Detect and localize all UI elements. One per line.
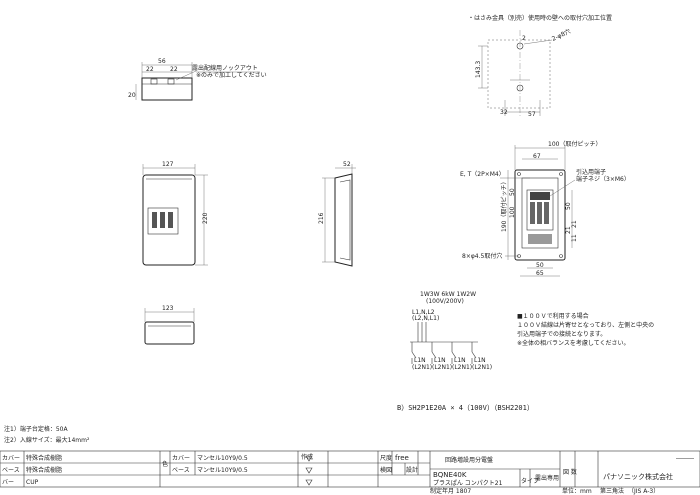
branch-label-top: L1N	[454, 357, 466, 364]
back-w67: 67	[533, 153, 541, 160]
circuit-diagram: 1W3W 6kW 1W2W (100V/200V) L1,N,L2 (L2,N,…	[410, 291, 492, 371]
back-et: E, T（2P×M4）	[460, 171, 505, 178]
branch-label-bottom: (L2N1)	[432, 364, 452, 371]
back-w65: 65	[536, 270, 544, 277]
breaker-label: B）SH2P1E20A × 4（100V）（BSH2201）	[397, 404, 534, 412]
dim-56: 56	[158, 58, 166, 65]
hole-dim-2: 2	[522, 35, 526, 42]
dim-20: 20	[128, 92, 136, 99]
footnote-1: 注1）端子台定格：50A	[4, 425, 68, 433]
back-hole: 8×φ4.5取付穴	[462, 252, 502, 260]
mount-hole-note: ・はさみ金具（別売）使用時の壁への取付穴加工位置	[468, 14, 612, 22]
back-v100: 100	[509, 206, 516, 218]
knockout-view: 56 22 22 20 露出配線用ノックアウト ※のみで加工してください	[128, 58, 267, 101]
note-line-2: １００Ｖ結線は片寄せとなっており、左側と中央の	[517, 321, 654, 329]
scale-label: 尺度	[380, 454, 392, 462]
title-text: 回路増設用分電盤	[445, 456, 493, 464]
branch-label-top: L1N	[434, 357, 446, 364]
mount-hole-view: 143.3 2 2-φ8穴 32 57	[475, 27, 572, 118]
back-v21: 21	[565, 226, 572, 234]
footer-std: （JIS A-3）	[628, 488, 659, 495]
back-view: 100（取付ピッチ） 67 E, T（2P×M4） 引込用端子 端子ネジ（3×M…	[460, 140, 630, 277]
back-v50a: 50	[509, 188, 516, 196]
knockout-note: 露出配線用ノックアウト	[192, 64, 258, 72]
branch-breaker: L1N(L2N1)	[431, 342, 452, 371]
title-block: カバー 特殊合成樹脂 ベース 特殊合成樹脂 バー CUP 色 カバー マンセル1…	[0, 450, 700, 495]
check-label: 検図	[380, 466, 392, 474]
mat-part-1: カバー	[2, 455, 20, 462]
export-label: 露出専用	[535, 474, 559, 482]
footer-right: 第三角法	[600, 487, 624, 495]
design-label: 設計	[406, 466, 418, 474]
dim-22a: 22	[146, 66, 154, 73]
back-v11: 11	[571, 234, 578, 242]
dim-22b: 22	[170, 66, 178, 73]
color-val-1: マンセル10Y9/0.5	[197, 455, 248, 462]
back-v21b: 21	[571, 220, 578, 228]
color-val-2: マンセル10Y9/0.5	[197, 467, 248, 474]
branch-label-top: L1N	[414, 357, 426, 364]
front-view: 127 220	[142, 161, 209, 266]
branch-label-bottom: (L2N1)	[412, 364, 432, 371]
hole-dim-phi: 2-φ8穴	[550, 27, 571, 43]
scale-value: free	[395, 454, 409, 462]
mat-mat-2: 特殊合成樹脂	[26, 466, 62, 474]
circuit-incoming: L1,N,L2	[412, 309, 435, 316]
mat-mat-3: CUP	[26, 479, 39, 486]
drawing-label: 図 数	[563, 468, 577, 476]
company-name: パナソニック株式会社	[603, 472, 673, 481]
note-line-3: 引込用端子での接続となります。	[517, 330, 606, 338]
back-terminal: 引込用端子	[576, 168, 606, 176]
bottom-width: 123	[162, 305, 174, 312]
back-pitch: 100（取付ピッチ）	[548, 140, 601, 148]
back-v50b: 50	[565, 202, 572, 210]
back-w50: 50	[536, 262, 544, 269]
mat-part-3: バー	[2, 479, 14, 486]
model-text: BQNE40K	[433, 471, 467, 479]
note-line-4: ※全体の相バランスを考慮してください。	[517, 339, 630, 347]
color-part-2: ベース	[172, 467, 190, 474]
branch-label-bottom: (L2N1)	[472, 364, 492, 371]
color-label: 色	[162, 460, 168, 468]
model-sub: プラスぱん コンパクト21	[433, 480, 503, 487]
mat-part-2: ベース	[2, 467, 20, 474]
circuit-incoming2: (L2,N,L1)	[412, 315, 439, 322]
side-view: 52 216	[318, 161, 356, 267]
title-dash: ―――	[676, 455, 694, 462]
footnote-2: 注2）入線サイズ：最大14mm²	[4, 436, 90, 444]
front-width: 127	[162, 161, 174, 168]
knockout-note2: ※のみで加工してください	[196, 71, 267, 79]
branch-breaker: L1N(L2N1)	[451, 342, 472, 371]
note-line-1: ■１００Ｖで利用する場合	[517, 312, 589, 320]
color-part-1: カバー	[172, 455, 190, 462]
side-depth: 52	[343, 161, 351, 168]
hole-dim-32: 32	[500, 109, 508, 116]
back-v190: 190（取付ピッチ）	[500, 179, 508, 232]
branch-label-top: L1N	[474, 357, 486, 364]
type-label: タイプ	[521, 477, 539, 485]
side-height: 216	[318, 212, 325, 224]
front-height: 220	[202, 212, 209, 224]
right-notes: ■１００Ｖで利用する場合 １００Ｖ結線は片寄せとなっており、左側と中央の 引込用…	[517, 312, 654, 347]
hole-dim-143: 143.3	[475, 61, 482, 78]
branch-breaker: L1N(L2N1)	[411, 342, 432, 371]
footer-left: 制定年月 1807	[430, 487, 471, 495]
branch-breaker: L1N(L2N1)	[471, 342, 492, 371]
mat-mat-1: 特殊合成樹脂	[26, 454, 62, 462]
bottom-view: 123	[144, 305, 195, 345]
hole-dim-57: 57	[528, 111, 536, 118]
circuit-top-label: 1W3W 6kW 1W2W	[420, 291, 476, 298]
circuit-top-label2: (100V/200V)	[426, 298, 464, 305]
footer-mid: 単位：mm	[562, 487, 592, 495]
back-terminal-screw: 端子ネジ（3×M6）	[576, 175, 630, 183]
branch-label-bottom: (L2N1)	[452, 364, 472, 371]
made-label: 作成	[301, 453, 313, 461]
